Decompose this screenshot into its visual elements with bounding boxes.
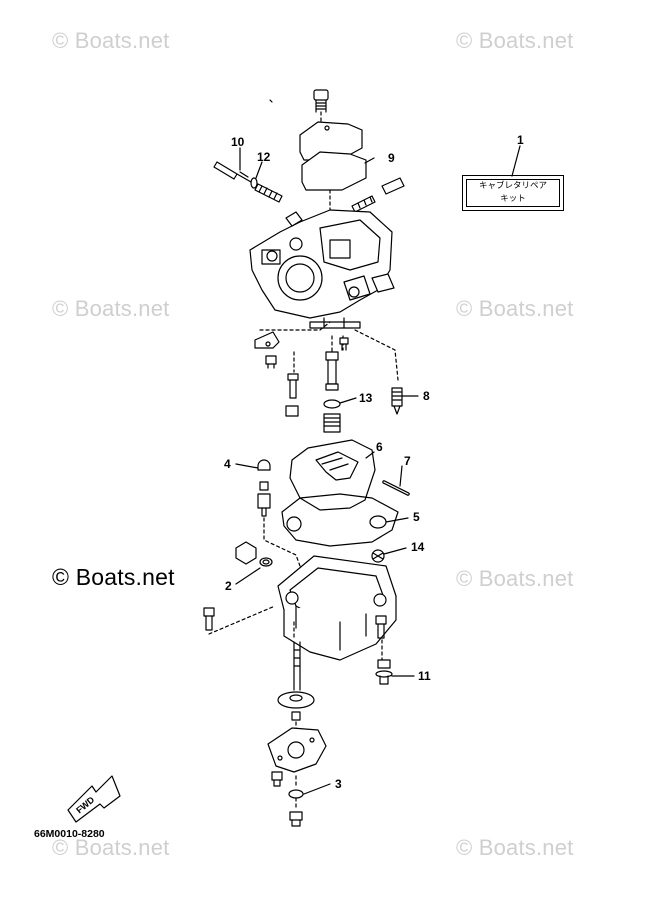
main-nozzle [325, 351, 339, 391]
watermark-mid-right: © Boats.net [456, 296, 574, 321]
bowl-screw-left [203, 607, 215, 631]
idle-screw [213, 161, 252, 183]
watermark-top-right: © Boats.net [456, 28, 574, 53]
carburetor-body [249, 209, 395, 329]
top-screw [313, 89, 329, 113]
callout-11: 11 [418, 669, 431, 683]
watermark-top-left: © Boats.net [52, 28, 170, 53]
bottom-plate [267, 727, 327, 773]
kit-label-line1: キャブレタリペア [478, 181, 547, 191]
cover-plate [299, 121, 367, 191]
callout-2: 2 [225, 579, 232, 593]
fwd-arrow [67, 775, 121, 823]
watermark-low-right: © Boats.net [456, 566, 574, 591]
callout-12: 12 [257, 150, 271, 164]
spring [254, 183, 283, 203]
guide-rod [293, 641, 301, 691]
kit-label-line2: キット [500, 194, 526, 204]
callout-7: 7 [404, 454, 411, 468]
float-bowl-gasket [281, 493, 399, 547]
callout-14: 14 [411, 540, 425, 554]
needle-valve [391, 387, 403, 415]
main-jet [323, 413, 341, 433]
screw-11 [375, 659, 393, 685]
callout-5: 5 [413, 510, 420, 524]
callout-13: 13 [359, 391, 373, 405]
float-bowl [277, 555, 397, 661]
callout-1: 1 [517, 133, 524, 147]
callout-8: 8 [423, 389, 430, 403]
washer-and-plug [235, 541, 273, 567]
bracket [254, 331, 280, 349]
plug-right [351, 177, 405, 213]
callout-4: 4 [224, 457, 231, 471]
watermark-mid-left: © Boats.net [52, 296, 170, 321]
watermark-bottom-left: © Boats.net [52, 835, 170, 860]
bowl-screw-right [375, 615, 387, 639]
float [289, 439, 376, 511]
watermark-bottom-right: © Boats.net [456, 835, 574, 860]
diagram-code: 66M0010-8280 [34, 828, 105, 840]
pilot-jet [285, 373, 299, 417]
bottom-screw [271, 771, 283, 787]
diaphragm [277, 691, 315, 721]
screw-mid-small [339, 337, 349, 351]
watermark-low-left: © Boats.net [52, 564, 175, 590]
callout-9: 9 [388, 151, 395, 165]
bottom-screw-2 [289, 811, 303, 827]
callout-3: 3 [335, 777, 342, 791]
drain-plug [371, 549, 385, 563]
screw-left-small [265, 355, 277, 369]
float-needle [257, 459, 271, 517]
repair-kit-label: キャブレタリペア キット [462, 175, 564, 211]
callout-6: 6 [376, 440, 383, 454]
callout-10: 10 [231, 135, 245, 149]
